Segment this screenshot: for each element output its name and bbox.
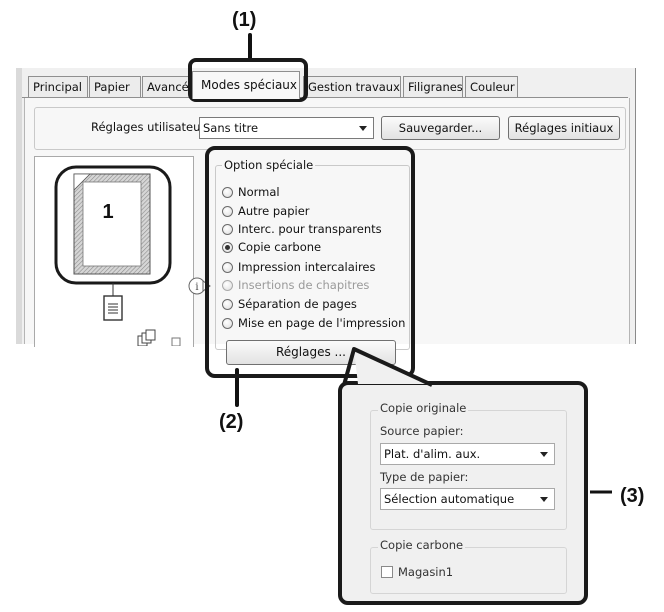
radio-copie-carbone[interactable]: Copie carbone [222,239,321,255]
radio-impression-intercalaires-label: Impression intercalaires [238,260,376,274]
special-option-legend: Option spéciale [222,158,316,172]
tray1-label: Magasin1 [398,565,454,579]
chevron-down-icon [540,497,548,502]
radio-copie-carbone-indicator[interactable] [222,241,233,253]
radio-impression-intercalaires[interactable]: Impression intercalaires [222,259,376,275]
paper-type-label: Type de papier: [380,470,469,484]
highlight-tab-frame [188,58,308,102]
carbon-copy-group [370,547,567,594]
radio-normal-indicator[interactable] [222,186,233,198]
radio-interc-transparents-indicator[interactable] [222,223,233,235]
dialog-frame-edge [16,68,22,344]
radio-autre-papier-label: Autre papier [238,204,310,218]
user-settings-value: Sans titre [203,121,259,135]
radio-mise-en-page-label: Mise en page de l'impression [238,316,406,330]
chevron-down-icon [540,452,548,457]
original-copy-group [370,410,567,530]
radio-insertions-chapitres: Insertions de chapitres [222,277,369,293]
user-settings-dropdown[interactable]: Sans titre [199,117,374,139]
radio-separation-pages-label: Séparation de pages [238,297,357,311]
original-copy-legend: Copie originale [378,401,469,415]
radio-normal[interactable]: Normal [222,184,280,200]
tab-modes-speciaux[interactable]: Modes spéciaux [192,71,300,99]
print-preview-graphic [54,165,181,346]
user-settings-label: Réglages utilisateur: [91,120,209,134]
radio-impression-intercalaires-indicator[interactable] [222,261,233,273]
radio-autre-papier-indicator[interactable] [222,205,233,217]
tray1-checkbox[interactable] [381,566,393,578]
radio-mise-en-page-indicator[interactable] [222,317,233,329]
tab-principal[interactable]: Principal [28,76,88,97]
radio-interc-transparents-label: Interc. pour transparents [238,222,382,236]
svg-text:i: i [195,282,198,293]
highlight-option-frame [205,146,415,378]
tab-gestion-travaux[interactable]: Gestion travaux [303,76,401,97]
preview-page-number: 1 [102,201,114,223]
reset-settings-button[interactable]: Réglages initiaux [508,116,620,140]
tab-filigranes[interactable]: Filigranes [403,76,463,97]
tab-couleur[interactable]: Couleur [465,76,518,97]
tab-papier[interactable]: Papier [89,76,141,97]
radio-insertions-chapitres-indicator [222,279,233,291]
info-arrow-icon[interactable]: i [187,276,211,296]
paper-source-value: Plat. d'alim. aux. [384,447,481,461]
paper-source-label: Source papier: [380,424,464,438]
paper-source-dropdown[interactable]: Plat. d'alim. aux. [380,443,555,465]
radio-separation-pages[interactable]: Séparation de pages [222,296,357,312]
radio-mise-en-page[interactable]: Mise en page de l'impression [222,315,405,331]
paper-type-value: Sélection automatique [384,492,515,506]
radio-insertions-chapitres-label: Insertions de chapitres [238,278,370,292]
radio-autre-papier[interactable]: Autre papier [222,203,310,219]
chevron-down-icon [359,126,367,131]
radio-copie-carbone-label: Copie carbone [238,240,322,254]
save-settings-button[interactable]: Sauvegarder... [381,116,500,140]
callout-1: (1) [232,9,257,31]
radio-interc-transparents[interactable]: Interc. pour transparents [222,221,382,237]
carbon-copy-legend: Copie carbone [378,538,466,552]
callout-2: (2) [219,411,244,433]
radio-normal-label: Normal [238,185,280,199]
tab-strip-border [22,97,628,98]
radio-separation-pages-indicator[interactable] [222,298,233,310]
callout-3: (3) [620,485,645,507]
paper-type-dropdown[interactable]: Sélection automatique [380,488,555,510]
